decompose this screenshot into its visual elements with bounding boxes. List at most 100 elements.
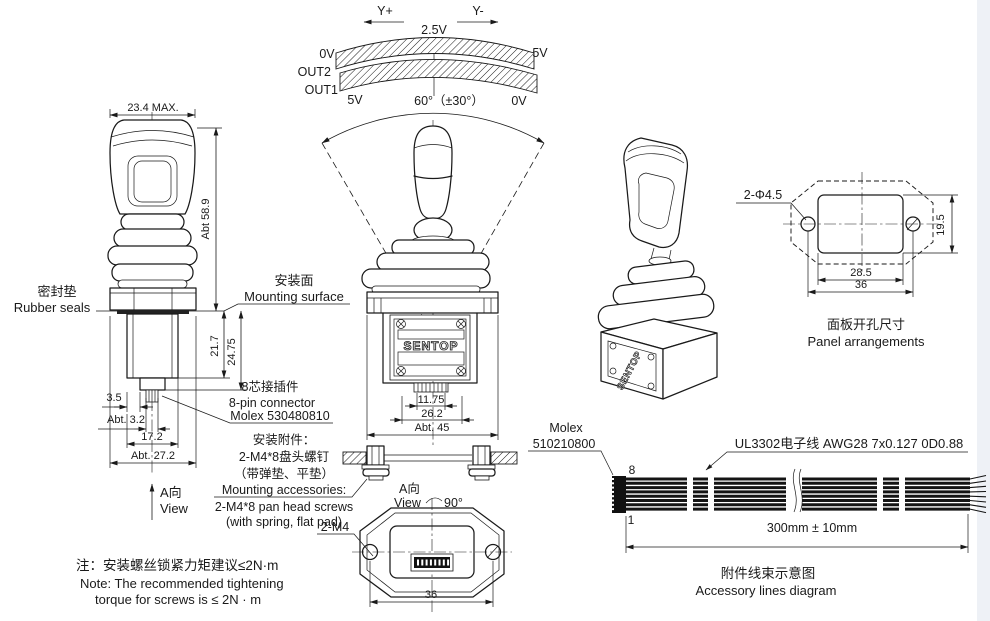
handle-3d-top — [625, 145, 685, 164]
page-edge — [977, 0, 990, 621]
dim-shaft-width: 17.2 — [141, 431, 162, 443]
wire-tips — [969, 474, 987, 514]
handle-saddle-lines — [110, 130, 195, 147]
dim-depth-2: 24.75 — [226, 338, 238, 366]
y-minus-label: Y- — [472, 4, 483, 18]
out2-label: OUT2 — [298, 65, 331, 79]
dim-hole-span: 36 — [425, 589, 437, 601]
out2-band — [335, 37, 535, 70]
neck-3d — [650, 247, 672, 261]
angle-label: 60°（±30°） — [414, 94, 484, 108]
center-voltage-label: 2.5V — [421, 23, 447, 37]
swing-arc — [321, 112, 545, 144]
shaft-step — [139, 377, 166, 391]
pin-1-label: 1 — [628, 513, 635, 527]
plate-screws — [396, 319, 466, 376]
dim-plate-width: 26.2 — [421, 408, 442, 420]
accessories-title-cn: 安装附件： — [253, 432, 316, 447]
flange-details — [367, 297, 498, 313]
connector-bottom — [414, 557, 450, 568]
joystick-handle — [413, 125, 453, 220]
rotate-arc-symbol — [425, 497, 443, 504]
out1-band — [339, 59, 538, 94]
handle-window-inner — [133, 160, 172, 203]
mounting-surface-en: Mounting surface — [244, 289, 344, 304]
view-label-en: View — [160, 501, 189, 516]
hex-nut-facets — [110, 288, 196, 310]
dim-pin-block: Abt. 3.2 — [107, 414, 145, 426]
right-bottom-voltage: 0V — [511, 94, 527, 108]
panel-extension-lines — [807, 194, 958, 297]
boot-side-skirt — [117, 279, 188, 289]
mount-hole-right-tick — [486, 545, 499, 559]
connector-pins-front — [417, 383, 447, 392]
right-top-voltage: 5V — [532, 46, 548, 60]
swing-limit-left — [321, 142, 435, 337]
panel-hole-right-tick — [906, 217, 919, 231]
screw-section — [342, 445, 518, 481]
base-3d-right-face — [662, 332, 718, 400]
flange-outline-dashed — [790, 180, 934, 265]
panel-caption-cn: 面板开孔尺寸 — [827, 317, 905, 332]
threaded-shaft — [126, 313, 179, 379]
cable-caption-cn: 附件线束示意图 — [721, 565, 816, 581]
handle-3d — [623, 137, 689, 249]
panel-centerlines — [783, 172, 941, 272]
accessories-leader — [214, 478, 368, 498]
perspective-view: SENTOP — [597, 137, 718, 400]
handle-window — [127, 155, 178, 207]
note-line2: Note: The recommended tightening — [80, 576, 284, 591]
accessories-line1-cn: 2-M4*8盘头螺钉 — [239, 449, 330, 464]
cable-connector-part: 510210800 — [533, 437, 596, 451]
cable-caption-en: Accessory lines diagram — [696, 583, 837, 598]
accessories-callout: 安装附件： 2-M4*8盘头螺钉 （带弹垫、平垫） Mounting acces… — [214, 432, 368, 529]
plate-3d-screws — [609, 342, 655, 390]
dim-cutout-width: 28.5 — [850, 267, 871, 279]
rotate-angle-label: 90° — [444, 496, 463, 510]
handle-3d-window — [638, 172, 675, 229]
mount-hole-right — [484, 543, 502, 561]
break-symbol — [792, 468, 803, 513]
seal-label-en: Rubber seals — [14, 300, 91, 315]
connector-label-en: 8-pin connector — [229, 396, 315, 410]
dim-handle-width: 23.4 MAX. — [127, 102, 178, 114]
screw-spec-leader — [317, 533, 374, 557]
boot-side-3 — [107, 245, 198, 266]
boot-ridge-3 — [361, 268, 491, 289]
flange-octagon-inner — [366, 512, 500, 593]
panel-wall-left — [342, 451, 367, 465]
bottom-view-label-en: View — [394, 496, 422, 510]
base-bar — [384, 454, 472, 462]
bottom-view-label-cn: A向 — [399, 481, 420, 496]
side-view: 23.4 MAX. Abt 58.9 21.7 24.75 3.5 Abt. 3… — [14, 102, 247, 520]
connector-bottom-pins — [417, 559, 450, 566]
accessories-line1-en: 2-M4*8 pan head screws — [215, 500, 353, 514]
dim-hole-spacing: 36 — [855, 279, 867, 291]
pin-ticks — [148, 390, 156, 402]
pin-8-label: 8 — [629, 463, 636, 477]
panel-cutout-rect — [817, 194, 904, 254]
output-gauge: Y+ Y- 2.5V 0V OUT2 OUT1 5V 5V 0V 60°（±30… — [298, 4, 549, 108]
swing-range-fan — [321, 112, 545, 337]
plate-slot-top — [397, 329, 465, 340]
mount-hole-left — [361, 543, 379, 561]
note-line1: 注：安装螺丝锁紧力矩建议≤2N·m — [76, 558, 278, 573]
screw-right — [467, 445, 496, 481]
name-plate-inner — [393, 318, 467, 377]
hex-nut — [109, 287, 197, 311]
connector-callout: 8芯接插件 8-pin connector Molex 530480810 — [161, 379, 333, 424]
boot-side-4 — [111, 263, 194, 282]
dim-connector-width: 11.75 — [418, 394, 445, 406]
screw-left — [361, 445, 390, 481]
note-line3: torque for screws is ≤ 2N · m — [95, 592, 261, 607]
swing-limit-right — [433, 142, 545, 337]
hole-spec-label: 2-Φ4.5 — [744, 188, 783, 202]
seal-strip — [117, 310, 189, 314]
bottom-view: 2-M4 A向 View 90° 36 — [317, 481, 512, 612]
pin-connector-front — [413, 382, 449, 393]
view-label-cn: A向 — [160, 485, 182, 500]
accessories-line2-en: (with spring, flat pad) — [226, 515, 342, 529]
accessories-line2-cn: （带弹垫、平垫） — [234, 466, 334, 481]
